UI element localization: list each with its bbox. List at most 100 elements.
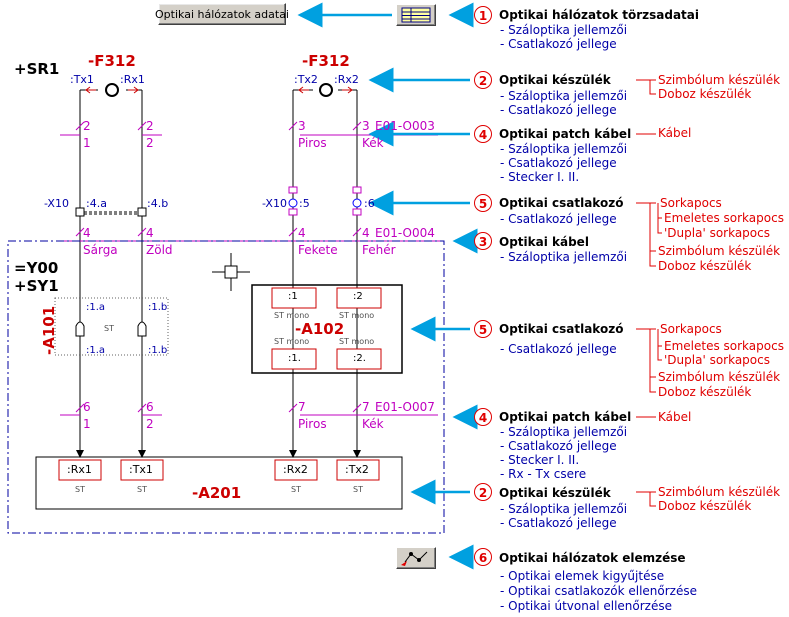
annotation-type: Szimbólum készülék bbox=[658, 370, 781, 384]
location-sy1: +SY1 bbox=[14, 277, 59, 295]
pin-a102-2b: :2. bbox=[353, 353, 366, 364]
annotation-item: - Csatlakozó jellege bbox=[500, 156, 617, 170]
device-f312-right[interactable]: -F312 bbox=[302, 52, 350, 70]
callout-number: 4 bbox=[474, 125, 492, 143]
annotation-item: - Optikai elemek kigyűjtése bbox=[500, 569, 665, 583]
cable-id: E01-O007 bbox=[375, 400, 435, 414]
pin-rx2-top: :Rx2 bbox=[334, 73, 359, 86]
cable-color: Piros bbox=[298, 417, 327, 431]
cable-color: Zöld bbox=[146, 243, 173, 257]
annotation-type: Szimbólum készülék bbox=[658, 485, 781, 499]
cable-label: 4 bbox=[83, 226, 91, 240]
cable-color: Kék bbox=[362, 417, 384, 431]
annotation-item: - Csatlakozó jellege bbox=[500, 103, 617, 117]
enclosure-frame bbox=[7, 240, 445, 534]
pin-a201-tx1: :Tx1 bbox=[129, 463, 153, 476]
callout-number: 6 bbox=[474, 548, 492, 566]
pin-a101-1b-top: :1.b bbox=[148, 302, 168, 313]
cable-label: 3 bbox=[362, 119, 370, 133]
annotation-item: - Csatlakozó jellege bbox=[500, 516, 617, 530]
cable-label: 7 bbox=[362, 400, 370, 414]
device-a101[interactable]: -A101 bbox=[40, 305, 58, 355]
callout-number: 2 bbox=[474, 71, 492, 89]
annotation-item: - Optikai csatlakozók ellenőrzése bbox=[500, 584, 697, 598]
terminal-6: :6 bbox=[364, 197, 375, 210]
callout-number: 3 bbox=[474, 232, 492, 250]
cable-id: E01-O004 bbox=[375, 226, 435, 240]
annotation-type: 'Dupla' sorkapocs bbox=[664, 226, 770, 240]
device-a102[interactable]: -A102 bbox=[295, 320, 345, 338]
device-a201[interactable]: -A201 bbox=[192, 484, 242, 502]
pin-a201-tx2: :Tx2 bbox=[345, 463, 369, 476]
cable-id: E01-O003 bbox=[375, 119, 435, 133]
pin-a101-1b-bot: :1.b bbox=[148, 345, 168, 356]
annotation-type: Doboz készülék bbox=[658, 87, 752, 101]
annotation-item: - Száloptika jellemzői bbox=[500, 23, 628, 37]
terminal-x10-left: -X10 bbox=[44, 197, 69, 210]
table-icon bbox=[401, 7, 431, 23]
cable-label: 4 bbox=[362, 226, 370, 240]
annotation-title: Optikai csatlakozó bbox=[499, 196, 624, 210]
annotation-title: Optikai készülék bbox=[499, 73, 611, 87]
annotation-item: - Száloptika jellemzői bbox=[500, 89, 628, 103]
crosshair-cursor-icon bbox=[212, 253, 250, 291]
annotation-item: - Csatlakozó jellege bbox=[500, 212, 617, 226]
cable-label: 1 bbox=[83, 417, 91, 431]
annotation-item: - Száloptika jellemzői bbox=[500, 142, 628, 156]
pin-a101-1a-top: :1.a bbox=[86, 302, 106, 313]
annotation-type: Doboz készülék bbox=[658, 259, 752, 273]
annotation-item: - Csatlakozó jellege bbox=[500, 342, 617, 356]
cable-label: 1 bbox=[83, 136, 91, 150]
network-data-button[interactable]: Optikai hálózatok adatai bbox=[155, 3, 289, 25]
pin-a201-rx2: :Rx2 bbox=[283, 463, 308, 476]
terminal-4b: :4.b bbox=[147, 197, 169, 210]
annotation-item: - Rx - Tx csere bbox=[500, 467, 587, 481]
cable-label: 2 bbox=[146, 119, 154, 133]
network-analyze-icon bbox=[401, 551, 428, 566]
annotation-title: Optikai hálózatok elemzése bbox=[499, 551, 686, 565]
annotation-type: Szimbólum készülék bbox=[658, 73, 781, 87]
device-f312-left[interactable]: -F312 bbox=[88, 52, 136, 70]
cable-label: 6 bbox=[83, 400, 91, 414]
a102-type: ST mono bbox=[339, 337, 375, 346]
annotation-item: - Csatlakozó jellege bbox=[500, 439, 617, 453]
cable-label: 6 bbox=[146, 400, 154, 414]
terminal-4a: :4.a bbox=[86, 197, 107, 210]
annotation-title: Optikai kábel bbox=[499, 235, 589, 249]
table-data-button[interactable] bbox=[396, 4, 436, 26]
cable-color: Fekete bbox=[298, 243, 338, 257]
a201-type: ST bbox=[137, 485, 147, 494]
callout-number: 2 bbox=[474, 483, 492, 501]
cable-label: 2 bbox=[146, 136, 154, 150]
cable-label: 3 bbox=[298, 119, 306, 133]
annotation-type: 'Dupla' sorkapocs bbox=[664, 353, 770, 367]
a201-type: ST bbox=[353, 485, 363, 494]
a201-type: ST bbox=[75, 485, 85, 494]
cable-color: Sárga bbox=[83, 243, 118, 257]
cable-color: Kék bbox=[362, 136, 384, 150]
pin-rx1-top: :Rx1 bbox=[120, 73, 145, 86]
cable-label: 4 bbox=[298, 226, 306, 240]
callout-number: 4 bbox=[474, 408, 492, 426]
cable-color: Piros bbox=[298, 136, 327, 150]
a201-type: ST bbox=[291, 485, 301, 494]
annotation-type: Kábel bbox=[658, 410, 692, 424]
f312-right-lamp-icon bbox=[319, 83, 333, 97]
a101-connector-type: ST bbox=[104, 324, 114, 333]
analyze-network-button[interactable] bbox=[396, 547, 436, 569]
annotation-title: Optikai patch kábel bbox=[499, 127, 632, 141]
annotation-title: Optikai hálózatok törzsadatai bbox=[499, 8, 699, 22]
callout-number: 1 bbox=[474, 6, 492, 24]
location-sr1: +SR1 bbox=[14, 60, 60, 78]
terminal-x10-right: -X10 bbox=[262, 197, 287, 210]
cable-label: 7 bbox=[298, 400, 306, 414]
annotation-type: Emeletes sorkapocs bbox=[664, 211, 784, 225]
cable-label: 4 bbox=[146, 226, 154, 240]
a102-type: ST mono bbox=[274, 311, 310, 320]
pin-tx1-top: :Tx1 bbox=[70, 73, 94, 86]
cable-label: 2 bbox=[146, 417, 154, 431]
annotation-type: Doboz készülék bbox=[658, 499, 752, 513]
cable-color: Fehér bbox=[362, 243, 396, 257]
a102-type: ST mono bbox=[274, 337, 310, 346]
